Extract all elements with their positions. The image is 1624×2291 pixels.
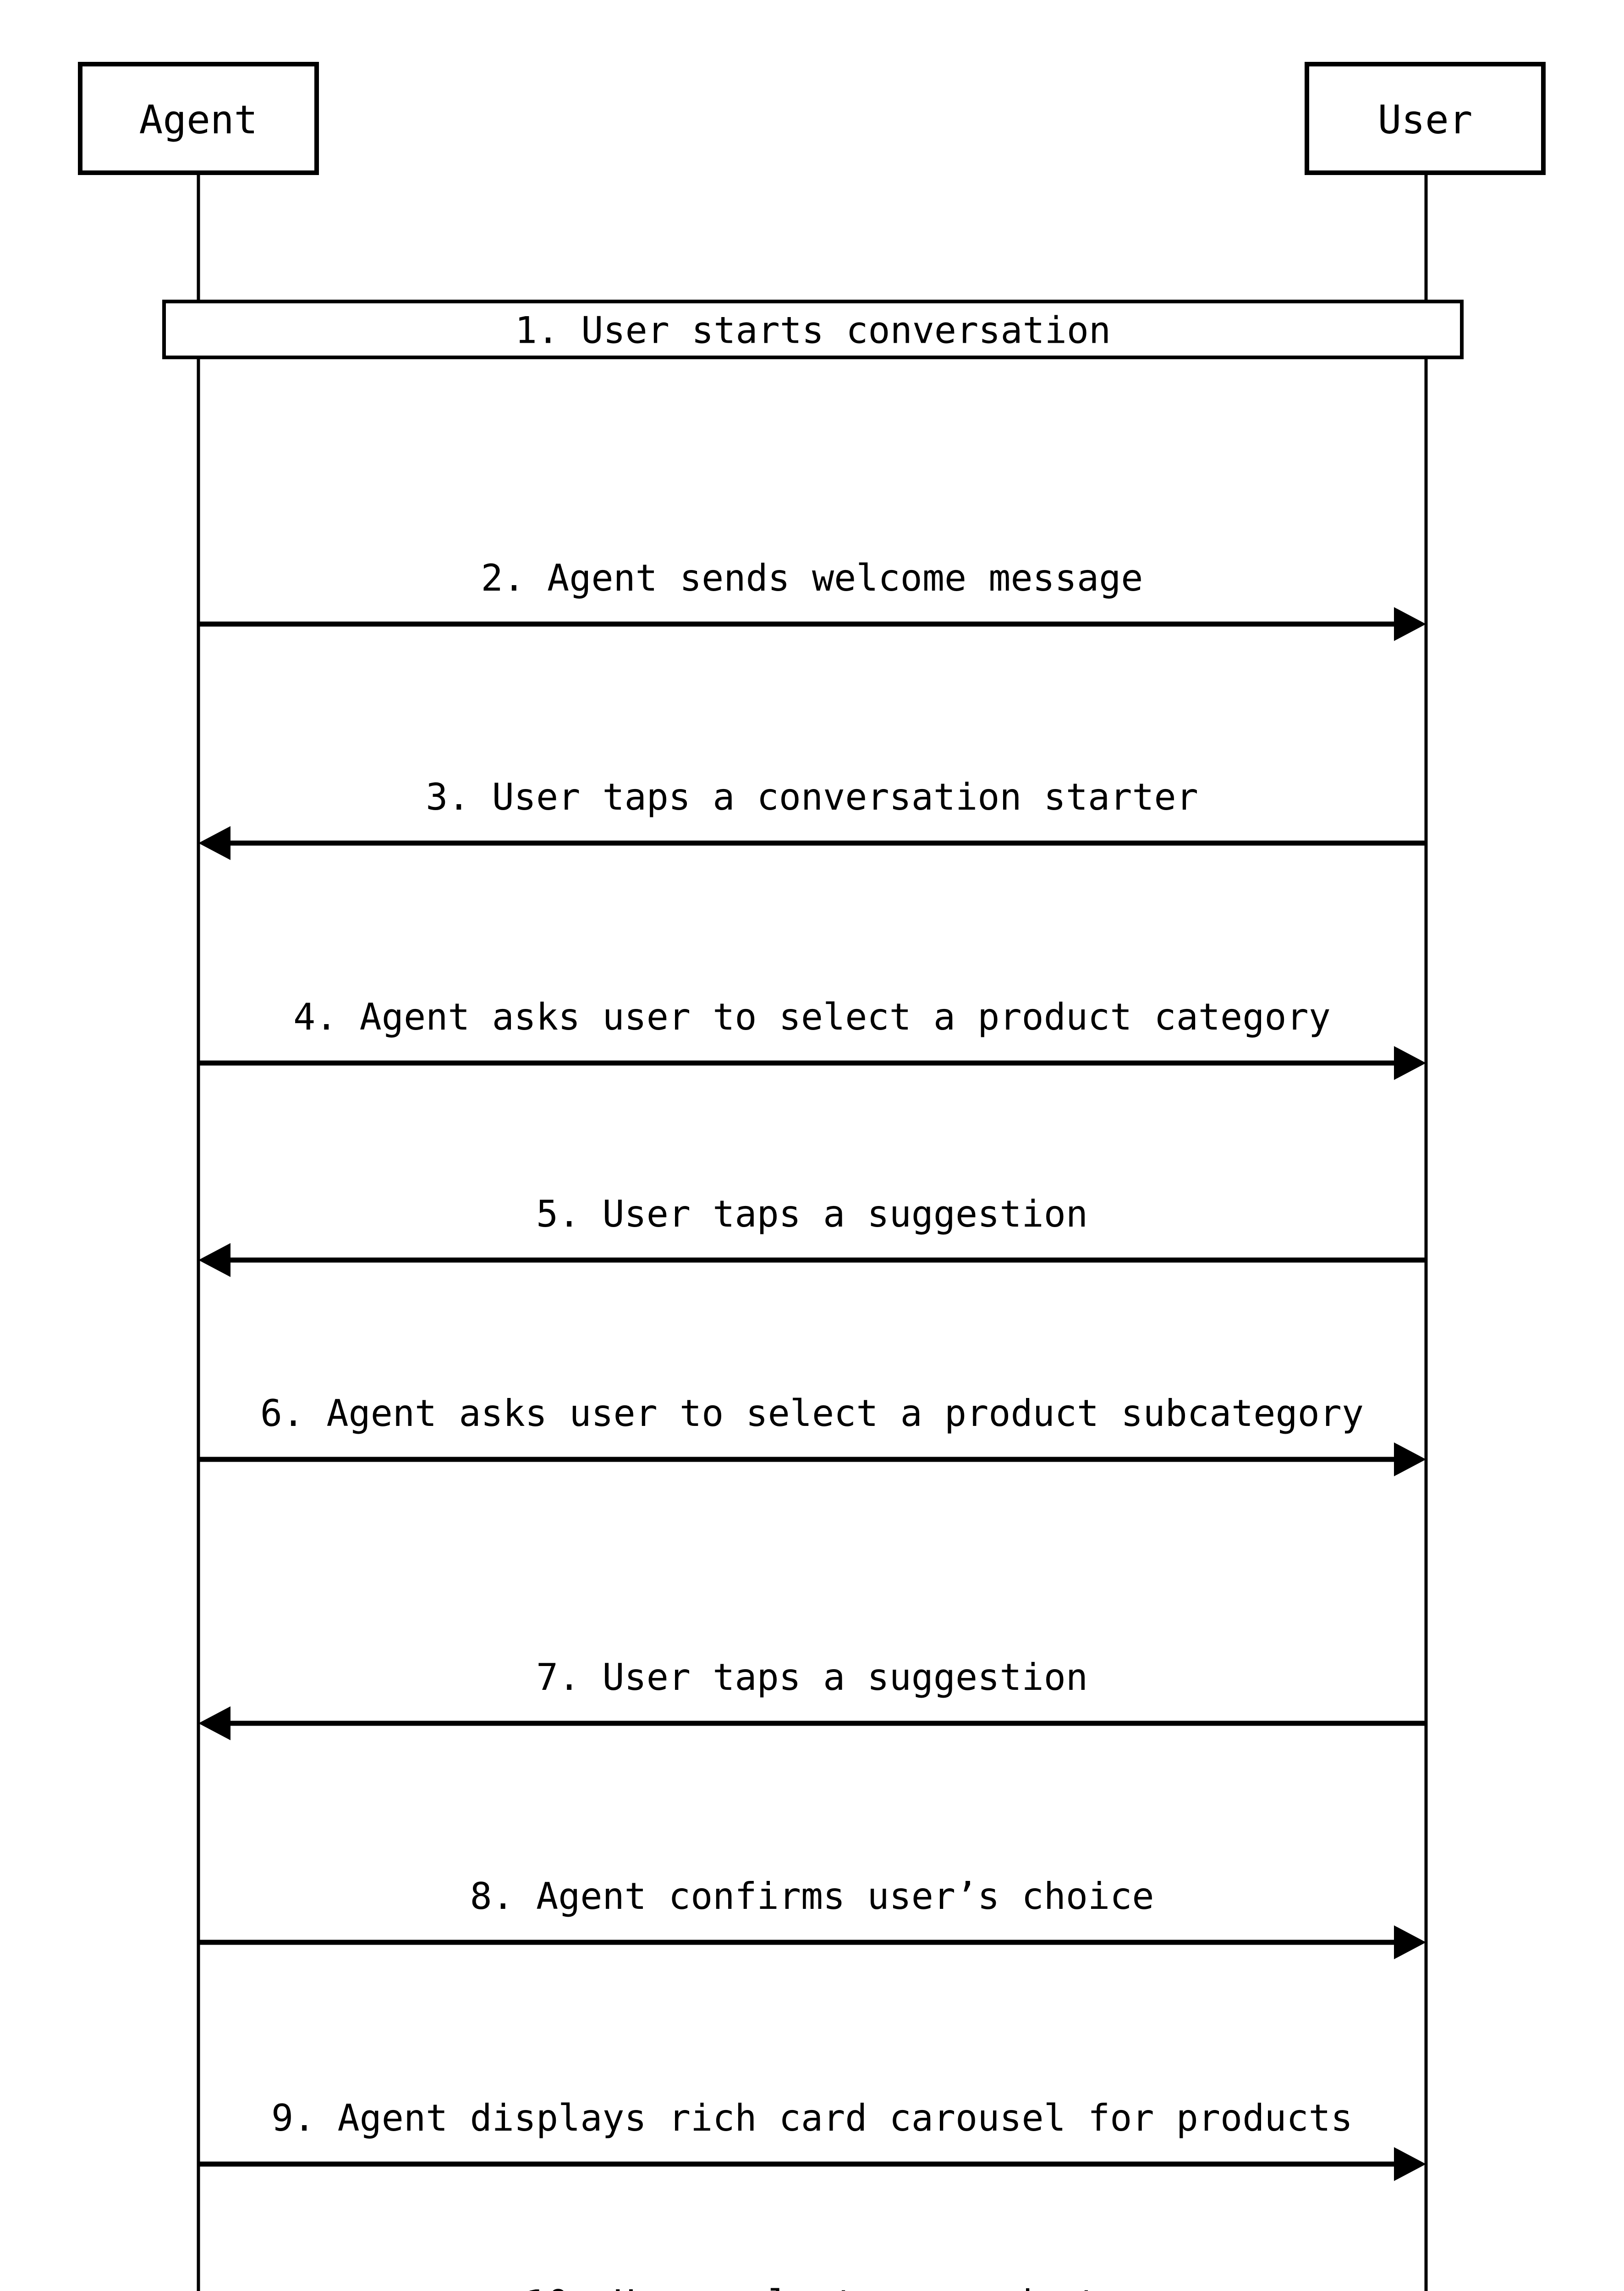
message-4: 4. Agent asks user to select a product c… bbox=[198, 996, 1426, 1080]
arrowhead-left-icon-5 bbox=[198, 1243, 230, 1277]
message-label-4: 4. Agent asks user to select a product c… bbox=[293, 996, 1331, 1038]
message-label-2: 2. Agent sends welcome message bbox=[481, 557, 1143, 599]
arrowhead-right-icon-4 bbox=[1394, 1046, 1426, 1080]
lifelines bbox=[197, 173, 1428, 2291]
message-label-8: 8. Agent confirms user’s choice bbox=[470, 1875, 1154, 1918]
message-5: 5. User taps a suggestion bbox=[198, 1193, 1426, 1277]
arrowhead-right-icon-6 bbox=[1394, 1442, 1426, 1476]
message-10: 10. User selects a product bbox=[525, 2282, 1099, 2291]
arrowhead-right-icon-9 bbox=[1394, 2147, 1426, 2181]
note-label-1: 1. User starts conversation bbox=[515, 309, 1111, 352]
message-label-10: 10. User selects a product bbox=[525, 2282, 1099, 2291]
message-9: 9. Agent displays rich card carousel for… bbox=[198, 2097, 1426, 2181]
actor-head-agent[interactable]: Agent bbox=[78, 62, 319, 175]
actor-box-agent-top[interactable] bbox=[78, 62, 319, 175]
message-label-7: 7. User taps a suggestion bbox=[536, 1656, 1088, 1699]
arrowhead-right-icon-2 bbox=[1394, 607, 1426, 641]
arrowhead-left-icon-7 bbox=[198, 1706, 230, 1740]
message-label-5: 5. User taps a suggestion bbox=[536, 1193, 1088, 1235]
note-1: 1. User starts conversation bbox=[162, 300, 1464, 359]
message-label-6: 6. Agent asks user to select a product s… bbox=[260, 1392, 1364, 1435]
actor-head-user[interactable]: User bbox=[1305, 62, 1546, 175]
actor-box-user-top[interactable] bbox=[1305, 62, 1546, 175]
arrowhead-right-icon-8 bbox=[1394, 1925, 1426, 1959]
actor-label-user-top: User bbox=[1377, 97, 1472, 143]
message-label-3: 3. User taps a conversation starter bbox=[426, 776, 1198, 818]
arrowhead-left-icon-3 bbox=[198, 826, 230, 860]
message-7: 7. User taps a suggestion bbox=[198, 1656, 1426, 1740]
message-6: 6. Agent asks user to select a product s… bbox=[198, 1392, 1426, 1476]
message-8: 8. Agent confirms user’s choice bbox=[198, 1875, 1426, 1959]
note-box-1 bbox=[162, 300, 1464, 359]
message-3: 3. User taps a conversation starter bbox=[198, 776, 1426, 860]
message-2: 2. Agent sends welcome message bbox=[198, 557, 1426, 641]
actor-label-agent-top: Agent bbox=[139, 97, 258, 143]
message-label-9: 9. Agent displays rich card carousel for… bbox=[271, 2097, 1353, 2139]
